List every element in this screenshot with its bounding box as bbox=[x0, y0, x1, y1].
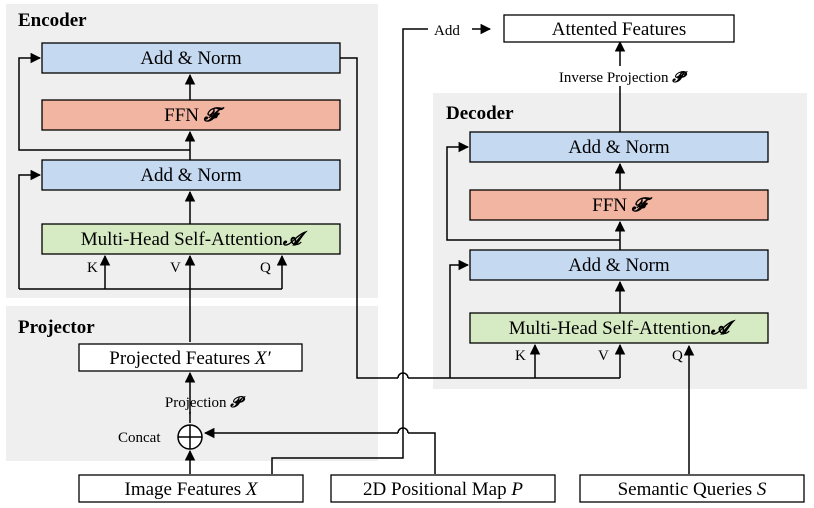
decoder-connectors bbox=[446, 40, 626, 379]
projected-features-label: Projected Features X′ bbox=[109, 348, 271, 369]
encoder-k-label: K bbox=[87, 260, 98, 276]
decoder-title: Decoder bbox=[446, 103, 514, 124]
semantic-queries-box bbox=[579, 474, 805, 503]
add-label: Add bbox=[434, 23, 460, 39]
positional-map-box bbox=[330, 474, 556, 503]
positional-map-label: 2D Positional Map P bbox=[363, 479, 523, 500]
add-node-bg bbox=[428, 20, 472, 38]
decoder-q-label: Q bbox=[672, 348, 683, 364]
decoder-add-norm-bottom-box bbox=[469, 249, 769, 281]
encoder-mhsa-box bbox=[41, 223, 341, 255]
semantic-queries-label: Semantic Queries S bbox=[618, 479, 767, 500]
encoder-q-label: Q bbox=[260, 260, 271, 276]
encoder-mhsa-label: Multi-Head Self-Attention𝓐 bbox=[81, 229, 308, 250]
image-features-label: Image Features X bbox=[125, 479, 259, 500]
image-features-box bbox=[78, 474, 304, 503]
encoder-add-norm-bottom-label: Add & Norm bbox=[140, 165, 242, 186]
encoder-ffn-box bbox=[41, 99, 341, 131]
inverse-projection-label: Inverse Projection 𝓟̂ bbox=[559, 70, 688, 86]
decoder-mhsa-label: Multi-Head Self-Attention𝓐 bbox=[509, 318, 736, 339]
encoder-title: Encoder bbox=[18, 10, 87, 31]
encoder-add-norm-bottom-box bbox=[41, 159, 341, 191]
decoder-ffn-label: FFN 𝓕 bbox=[592, 195, 653, 216]
encoder-add-norm-top-label: Add & Norm bbox=[140, 48, 242, 69]
decoder-ffn-box bbox=[469, 189, 769, 221]
encoder-ffn-label: FFN 𝓕 bbox=[164, 105, 225, 126]
decoder-add-norm-bottom-label: Add & Norm bbox=[568, 255, 670, 276]
projector-title: Projector bbox=[18, 317, 95, 338]
projection-label: Projection 𝓟 bbox=[165, 395, 246, 411]
decoder-add-norm-top-box bbox=[469, 131, 769, 163]
projected-features-box bbox=[78, 343, 303, 372]
decoder-add-norm-top-label: Add & Norm bbox=[568, 137, 670, 158]
decoder-v-label: V bbox=[598, 348, 609, 364]
decoder-k-label: K bbox=[515, 348, 526, 364]
encoder-v-label: V bbox=[170, 260, 181, 276]
attended-features-label: Attented Features bbox=[552, 19, 687, 40]
attended-features-box bbox=[503, 14, 735, 43]
decoder-mhsa-box bbox=[469, 312, 769, 344]
concat-label: Concat bbox=[118, 430, 161, 446]
